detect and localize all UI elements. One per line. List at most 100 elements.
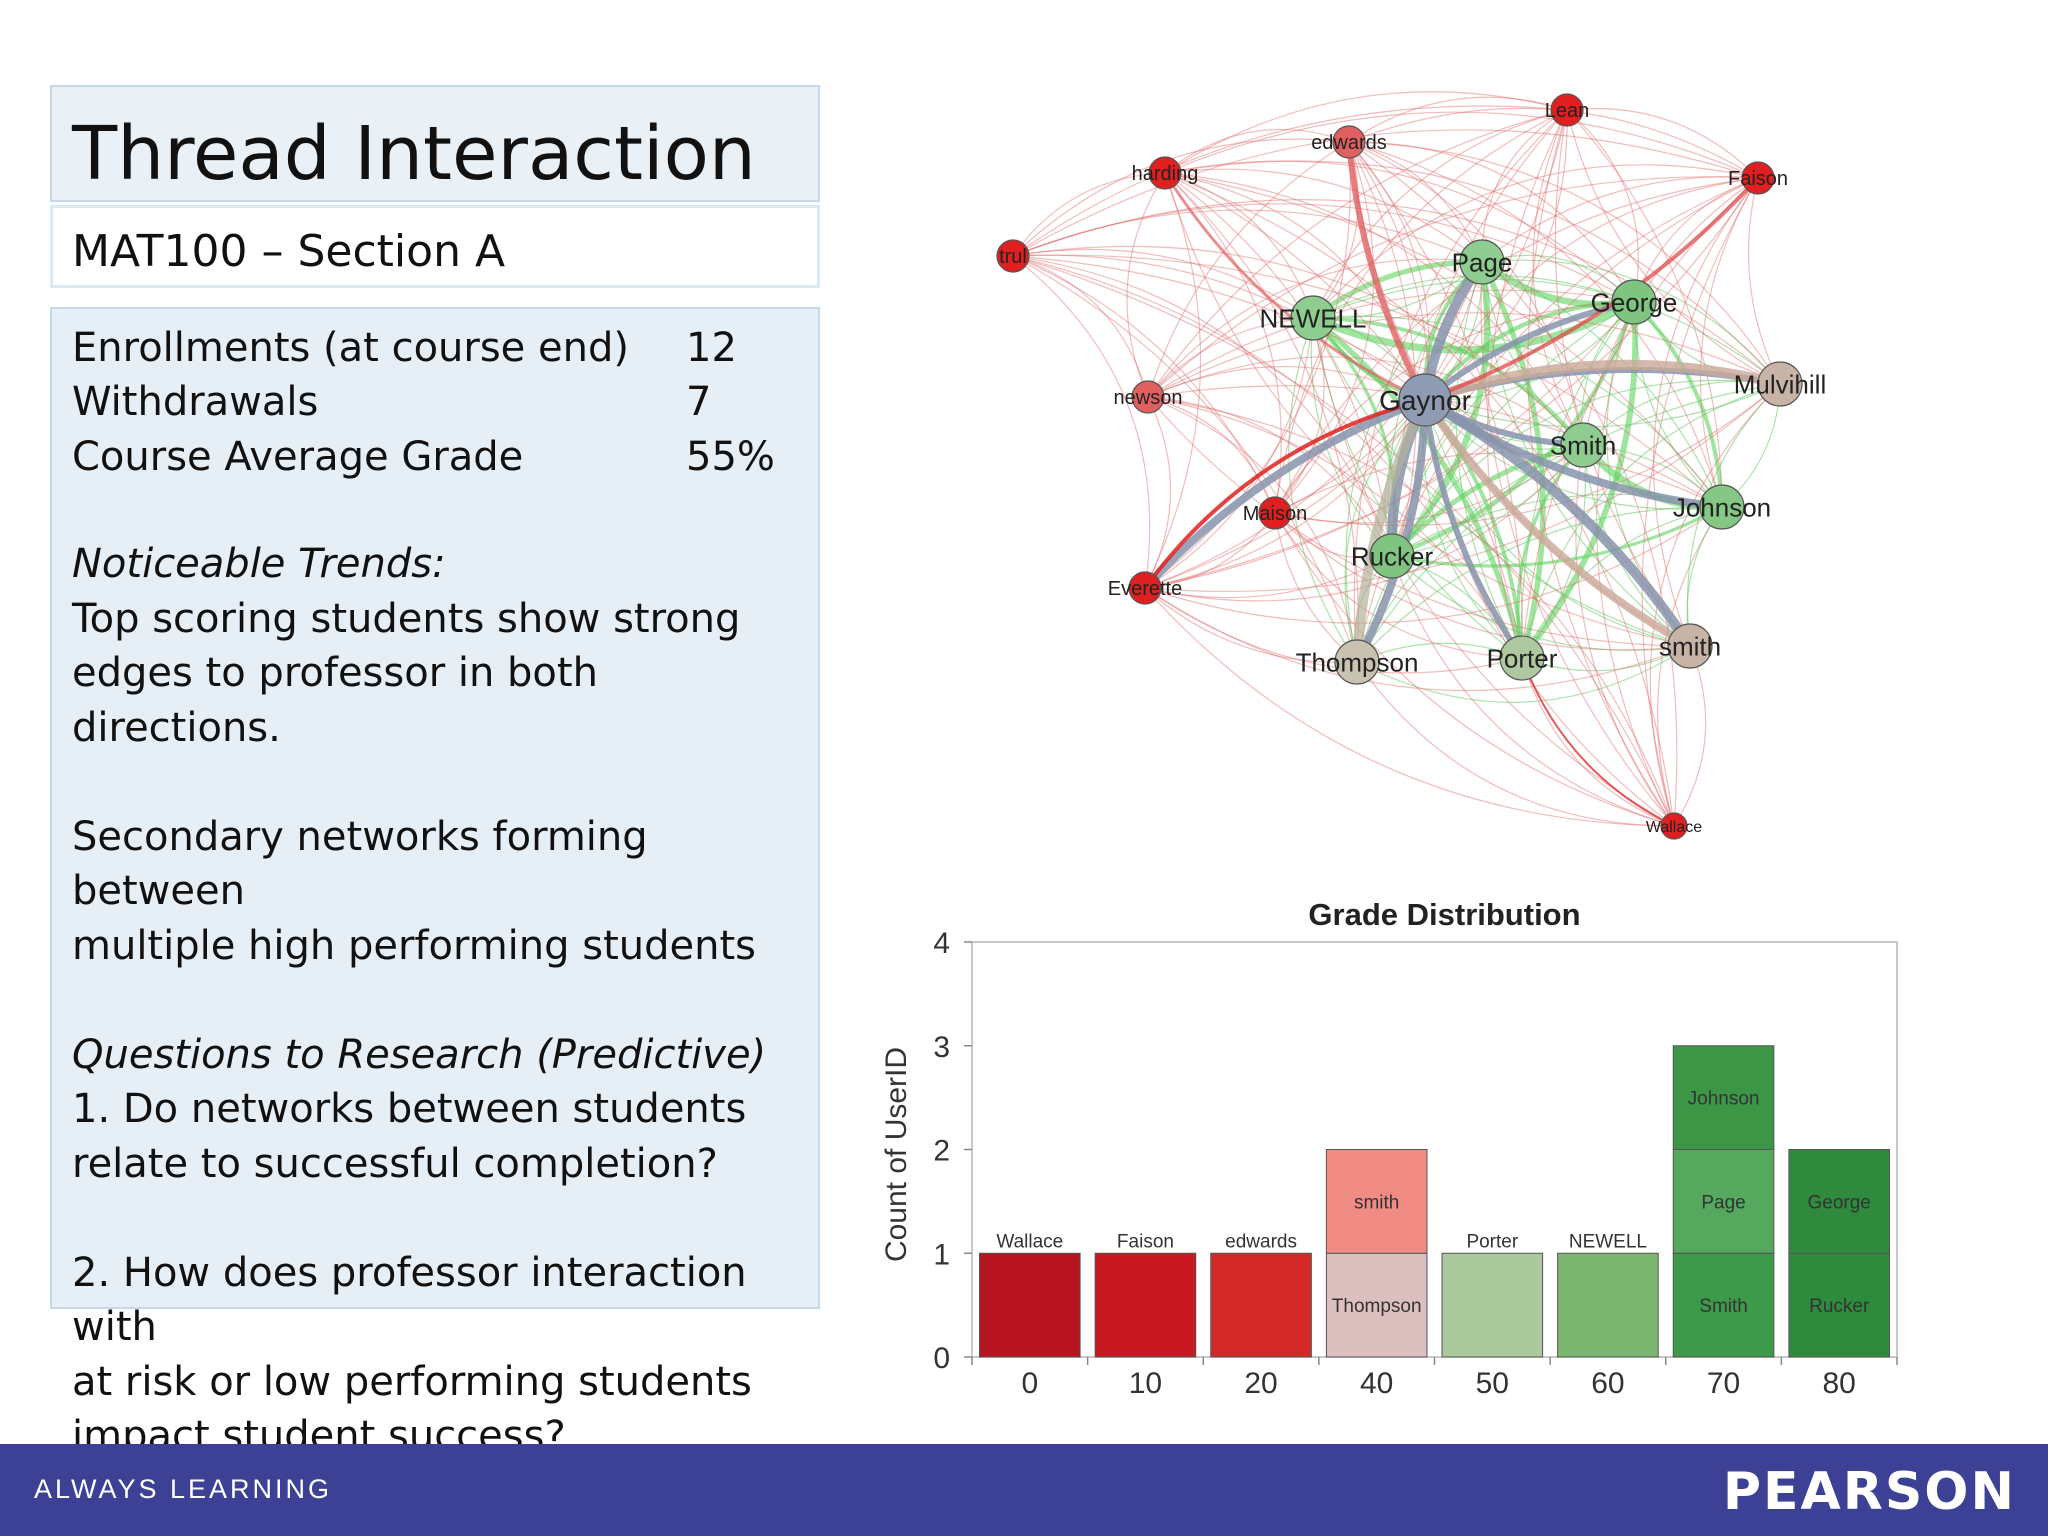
network-edge (1012, 255, 1151, 589)
network-edge (1164, 128, 1350, 174)
network-edge (1147, 366, 1426, 401)
network-node-circle (1499, 635, 1545, 681)
network-edge (1164, 172, 1314, 319)
network-edge (1521, 657, 1675, 827)
network-node-faison: Faison (1728, 161, 1788, 195)
bar-label: Smith (1699, 1296, 1748, 1317)
network-node-label: Johnson (1673, 492, 1771, 522)
network-edge (1144, 587, 1691, 692)
bar-segment (1557, 1252, 1659, 1358)
network-nodes: GaynorNEWELLPageGeorgeSmithJohnsonRucker… (996, 93, 1826, 840)
network-edge (1348, 141, 1781, 385)
footer-tagline: ALWAYS LEARNING (34, 1474, 333, 1504)
network-edge (1164, 172, 1523, 659)
network-node-newson: newson (1114, 380, 1182, 414)
network-edge (1012, 255, 1358, 663)
network-edge (1312, 317, 1675, 827)
footer-bar: ALWAYS LEARNING PEARSON (0, 1444, 2048, 1536)
trends-text: multiple high performing students (72, 922, 757, 969)
network-edge (1566, 109, 1723, 508)
network-node-circle (1699, 484, 1745, 530)
network-edge (1147, 396, 1523, 659)
network-node-label: Wallace (1646, 819, 1702, 836)
network-edge (1390, 442, 1584, 558)
network-edge (1554, 109, 1691, 647)
network-edge (1312, 141, 1359, 319)
summary-panel: Enrollments (at course end) 12 Withdrawa… (50, 307, 820, 1459)
trends-text: edges to professor in both directions. (72, 650, 598, 751)
network-node-label: Maison (1243, 503, 1307, 525)
network-edge (1012, 199, 1781, 385)
network-edge (1353, 399, 1429, 664)
network-edge (1352, 397, 1430, 663)
network-edge (1424, 399, 1723, 510)
bar-segment (1210, 1252, 1312, 1358)
network-node-newell: NEWELL (1260, 295, 1366, 341)
network-edge (1312, 164, 1759, 319)
network-edge (1144, 444, 1584, 602)
x-tick-label: 10 (1129, 1367, 1162, 1400)
network-edge (1012, 129, 1759, 257)
network-node-circle (1258, 496, 1292, 530)
network-edge (1012, 254, 1426, 401)
network-edge (1144, 261, 1483, 589)
network-edge (1356, 645, 1691, 703)
network-node-circle (1128, 571, 1162, 605)
network-edge (1012, 248, 1314, 319)
question-text: 2. How does professor interaction with (72, 1249, 747, 1351)
subtitle-panel: MAT100 – Section A (50, 205, 820, 288)
network-node-circle (1611, 279, 1657, 325)
title-panel: Thread Interaction (50, 85, 820, 202)
network-node-thompson: Thompson (1296, 639, 1418, 685)
network-edge (1348, 141, 1483, 263)
network-edge (1481, 176, 1759, 263)
stat-value-average-grade: 55% (686, 434, 775, 480)
network-node-circle (1398, 373, 1452, 427)
pearson-logo: PEARSON (1722, 1462, 2016, 1522)
network-node-george: George (1591, 279, 1677, 325)
network-node-circle (1459, 239, 1505, 285)
network-node-smith: Smith (1550, 422, 1616, 468)
network-node-mulvihill: Mulvihill (1734, 361, 1826, 407)
bar-segment (1441, 1252, 1544, 1358)
network-edge (1481, 109, 1568, 263)
network-node-label: edwards (1311, 132, 1387, 154)
bar-segment (1094, 1252, 1197, 1358)
network-edge (1144, 141, 1351, 589)
network-edge (1422, 395, 1695, 649)
network-node-johnson: Johnson (1673, 484, 1771, 530)
bar-segment (1788, 1252, 1890, 1358)
network-edge (1673, 645, 1707, 827)
bar-segment (1672, 1045, 1775, 1150)
stat-label-enrollments: Enrollments (at course end) (72, 325, 629, 371)
network-edge (1424, 176, 1760, 402)
x-tick-label: 20 (1244, 1367, 1277, 1400)
network-node-circle (1667, 623, 1713, 669)
network-node-label: Porter (1487, 643, 1558, 673)
network-edge (1164, 172, 1359, 663)
x-tick-label: 40 (1360, 1367, 1393, 1400)
network-edge (1312, 317, 1691, 647)
network-node-trul: trul (996, 239, 1030, 273)
network-edge (1348, 141, 1584, 446)
network-edge (1274, 444, 1584, 524)
network-edge (1012, 255, 1393, 557)
bar-segment (1325, 1252, 1428, 1358)
network-edge (1391, 555, 1691, 651)
network-edge (1144, 172, 1202, 589)
network-node-wallace: Wallace (1646, 812, 1702, 840)
question-text: relate to successful completion? (72, 1140, 718, 1187)
bar-segment (1672, 1149, 1775, 1254)
bar-label: Porter (1466, 1231, 1518, 1252)
network-edge (1012, 254, 1723, 508)
network-edge (1422, 399, 1525, 660)
network-node-label: Lean (1545, 100, 1590, 122)
network-edge (1348, 96, 1568, 143)
network-node-circle (1369, 533, 1415, 579)
network-edge (1345, 261, 1483, 663)
network-edges (1012, 91, 1782, 827)
network-edge (1348, 141, 1678, 827)
network-edge (1164, 172, 1723, 508)
network-edge (1144, 587, 1358, 663)
